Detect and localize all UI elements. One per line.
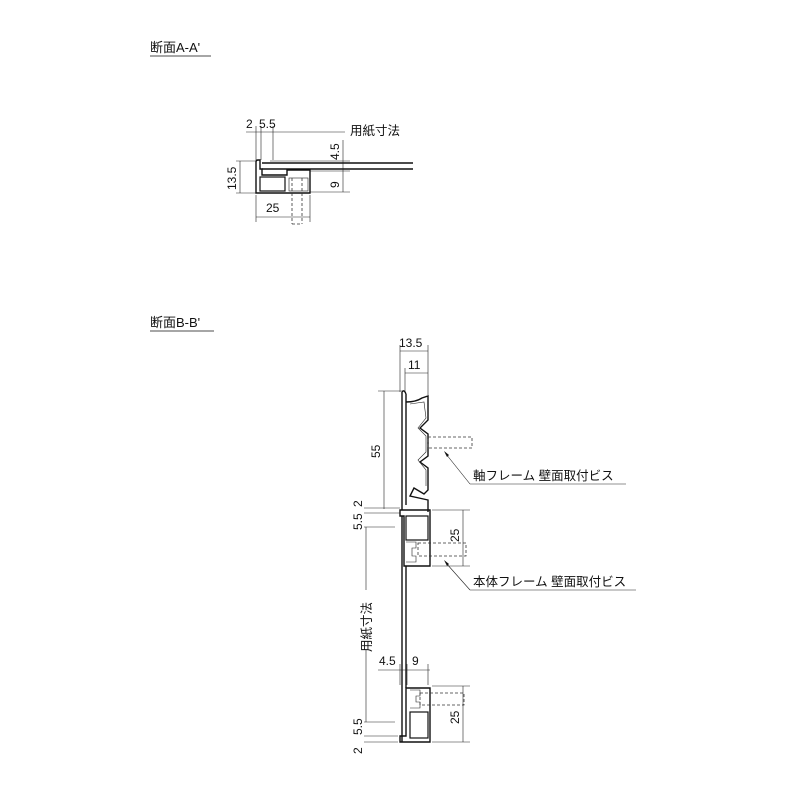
paper-size-label-a: 用紙寸法 <box>350 123 400 138</box>
section-b: 断面B-B' 13.5 11 55 軸フレーム 壁面取付ビス 2 5.5 <box>150 315 636 754</box>
dim-b-55: 55 <box>369 444 383 458</box>
paper-size-label-b: 用紙寸法 <box>359 602 374 652</box>
dim-a-5-5: 5.5 <box>259 117 276 131</box>
dim-a-25: 25 <box>266 201 280 215</box>
body-screw-dashed-bottom <box>419 692 465 706</box>
callout-leader-axis <box>445 453 471 485</box>
frame-channel-a <box>288 177 309 192</box>
dim-b-9: 9 <box>412 654 419 668</box>
section-b-title: 断面B-B' <box>150 315 200 330</box>
section-a: 断面A-A' 2 5.5 用紙寸法 4.5 9 13.5 <box>150 40 413 225</box>
dim-b-11: 11 <box>408 358 421 372</box>
callout-leader-body <box>445 562 471 591</box>
dim-a-2: 2 <box>246 117 253 131</box>
dim-b-13-5: 13.5 <box>399 336 423 350</box>
axis-frame-inner <box>409 401 427 486</box>
dim-a-9: 9 <box>328 181 342 188</box>
callout-body-frame-screw: 本体フレーム 壁面取付ビス <box>473 574 626 589</box>
axis-screw-dashed <box>427 436 473 449</box>
body-frame-profile-top <box>399 509 431 567</box>
dim-b-2-lower: 2 <box>351 747 365 754</box>
dim-b-25-lower: 25 <box>448 710 462 724</box>
dim-b-4-5: 4.5 <box>379 654 396 668</box>
arrowhead-icon <box>444 451 449 457</box>
body-frame-channel-bottom <box>410 689 421 709</box>
dim-b-5-5-lower: 5.5 <box>351 718 365 735</box>
body-screw-dashed-top <box>417 542 467 557</box>
axis-frame-profile <box>401 390 429 512</box>
label-bg <box>356 590 376 650</box>
callout-axis-frame-screw: 軸フレーム 壁面取付ビス <box>473 468 614 483</box>
frame-profile-a <box>255 159 311 194</box>
dim-b-2-upper: 2 <box>351 500 365 507</box>
body-frame-channel-top <box>406 541 417 563</box>
frame-cavity-a <box>259 176 286 192</box>
dim-a-4-5: 4.5 <box>328 143 342 160</box>
body-frame-cavity-top <box>405 515 429 541</box>
dim-b-25-upper: 25 <box>448 528 462 542</box>
body-frame-cavity-bottom <box>409 711 429 739</box>
dim-b-5-5-upper: 5.5 <box>351 513 365 530</box>
dim-a-13-5: 13.5 <box>225 166 239 190</box>
section-a-title: 断面A-A' <box>150 40 200 55</box>
body-frame-profile-bottom <box>399 687 431 743</box>
arrowhead-icon <box>444 560 449 566</box>
